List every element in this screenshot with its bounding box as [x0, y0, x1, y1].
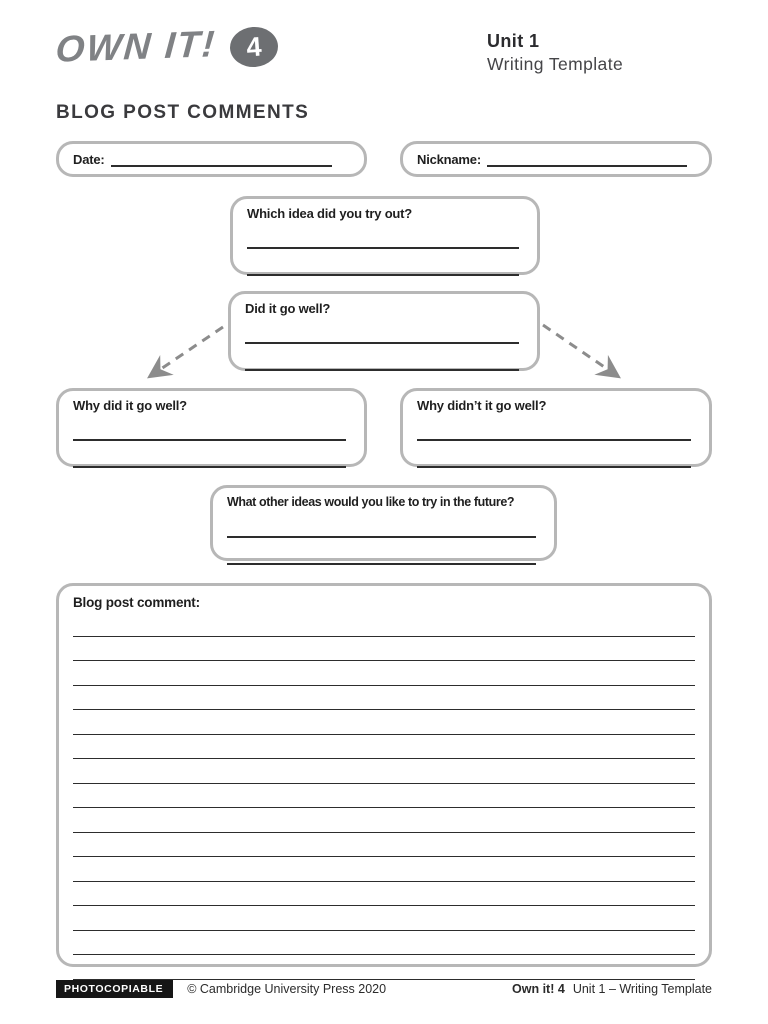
arrow-to-why-didnt-icon [542, 323, 621, 379]
which-idea-box: Which idea did you try out? [230, 196, 540, 276]
other-ideas-lines [227, 511, 536, 565]
write-line [227, 538, 536, 565]
which-idea-question: Which idea did you try out? [247, 206, 413, 221]
write-line [73, 857, 695, 882]
other-ideas-question: What other ideas would you like to try i… [227, 495, 515, 509]
write-line [73, 882, 695, 906]
nickname-label: Nickname: [417, 151, 481, 167]
write-line [73, 441, 346, 468]
unit-header: Unit 1 Writing Template [487, 30, 623, 76]
write-line [73, 759, 695, 784]
blog-comment-box: Blog post comment: [56, 583, 712, 980]
date-write-line [110, 151, 332, 167]
brand-logo: OWN IT! 4 [54, 23, 280, 70]
other-ideas-box: What other ideas would you like to try i… [210, 485, 557, 565]
unit-label: Unit 1 [487, 31, 540, 51]
write-line [73, 735, 695, 759]
arrow-to-why-did-icon [147, 325, 224, 379]
why-did-question: Why did it go well? [73, 398, 187, 413]
why-did-lines [73, 414, 346, 468]
photocopiable-badge: PHOTOCOPIABLE [56, 980, 174, 998]
nickname-write-line [486, 151, 687, 167]
write-line [245, 344, 519, 371]
copyright-text: © Cambridge University Press 2020 [187, 982, 387, 996]
write-line [73, 686, 695, 710]
write-line [227, 511, 536, 538]
nickname-box: Nickname: [400, 141, 712, 177]
write-line [73, 931, 695, 955]
why-didnt-question: Why didn’t it go well? [417, 398, 547, 413]
write-line [73, 955, 695, 980]
template-subtitle: Writing Template [487, 54, 624, 74]
footer-series-title: Own it! 4 [512, 982, 565, 996]
write-line [247, 222, 519, 249]
footer-unit-info: Unit 1 – Writing Template [572, 982, 712, 996]
did-it-go-well-question: Did it go well? [245, 301, 331, 316]
why-didnt-lines [417, 414, 691, 468]
write-line [73, 637, 695, 661]
why-didnt-box: Why didn’t it go well? [400, 388, 712, 468]
why-did-box: Why did it go well? [56, 388, 367, 468]
page-footer: PHOTOCOPIABLE © Cambridge University Pre… [56, 980, 712, 998]
level-badge: 4 [228, 25, 280, 69]
write-line [73, 833, 695, 857]
write-line [417, 414, 691, 441]
page-title: BLOG POST COMMENTS [56, 102, 310, 123]
write-line [73, 710, 695, 735]
write-line [73, 808, 695, 833]
did-it-go-well-lines [245, 317, 519, 371]
footer-series-info: Own it! 4 Unit 1 – Writing Template [512, 982, 712, 996]
write-line [73, 661, 695, 686]
write-line [73, 612, 695, 637]
did-it-go-well-box: Did it go well? [228, 291, 540, 371]
date-box: Date: [56, 141, 367, 177]
write-line [247, 249, 519, 276]
own-it-logo: OWN IT! [54, 23, 218, 70]
write-line [245, 317, 519, 344]
blog-comment-lines [73, 612, 695, 980]
date-label: Date: [73, 151, 105, 167]
write-line [417, 441, 691, 468]
blog-comment-label: Blog post comment: [73, 595, 200, 610]
which-idea-lines [247, 222, 519, 276]
write-line [73, 414, 346, 441]
write-line [73, 906, 695, 931]
write-line [73, 784, 695, 808]
